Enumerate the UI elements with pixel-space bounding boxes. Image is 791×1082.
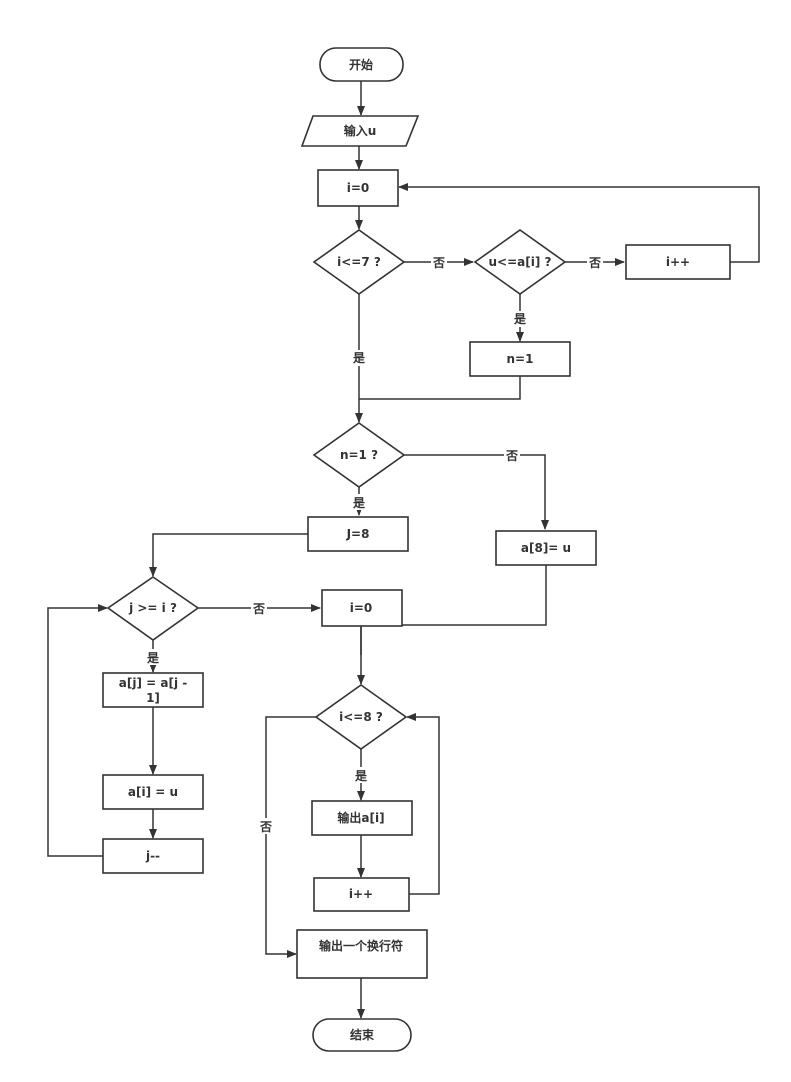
node-set-a8[interactable]: a[8]= u [495, 530, 597, 566]
edge-inc2-loop-back [406, 713, 440, 895]
node-set-n[interactable]: n=1 [469, 341, 571, 377]
process-shape [313, 877, 410, 912]
decision-diamond-shape [106, 576, 200, 641]
node-cond-i-le-7-label: i<=7 ? [337, 255, 381, 269]
node-set-j-label: J=8 [346, 527, 370, 541]
edge-labels: 否 否 是 是 否 是 否 是 是 否 [145, 254, 603, 834]
node-cond-i-le-8[interactable]: i<=8 ? [314, 684, 408, 750]
node-assign-ai[interactable]: a[i] = u [102, 774, 204, 810]
node-shift-label-line1: a[j] = a[j - [119, 676, 187, 690]
decision-diamond-shape [312, 422, 406, 488]
node-init-i[interactable]: i=0 [317, 169, 399, 207]
process-shape [307, 516, 409, 552]
node-inc-i-1[interactable]: i++ [625, 244, 731, 280]
node-inc-i-1-label: i++ [666, 255, 690, 269]
node-start-label: 开始 [349, 57, 373, 72]
node-cond-n-eq-1-label: n=1 ? [340, 448, 378, 462]
node-inc-i-2-label: i++ [349, 887, 373, 901]
node-assign-ai-label: a[i] = u [128, 785, 178, 799]
node-shift[interactable]: a[j] = a[j - 1] [102, 672, 204, 708]
node-set-n-label: n=1 [507, 352, 534, 366]
node-output-ai[interactable]: 输出a[i] [311, 800, 413, 836]
node-set-j[interactable]: J=8 [307, 516, 409, 552]
process-shape [317, 169, 399, 207]
edge-inc-loop-back [398, 183, 760, 263]
node-inc-i-2[interactable]: i++ [313, 877, 410, 912]
terminator-shape [319, 47, 404, 82]
node-init-i-label: i=0 [347, 181, 370, 195]
process-shape [469, 341, 571, 377]
edge-condn-no [404, 454, 549, 530]
node-end-label: 结束 [350, 1027, 375, 1042]
node-input-u[interactable]: 输入u [300, 115, 420, 147]
decision-diamond-shape [312, 229, 406, 295]
node-cond-u-le-ai-label: u<=a[i] ? [489, 255, 552, 269]
io-parallelogram-shape [300, 115, 420, 147]
process-shape [102, 672, 204, 708]
node-shift-label-line2: 1] [146, 691, 160, 705]
node-cond-j-ge-i[interactable]: j >= i ? [106, 576, 200, 641]
node-dec-j-label: j-- [145, 849, 160, 863]
process-shape [625, 244, 731, 280]
process-shape [321, 589, 403, 627]
node-output-newline[interactable]: 输出一个换行符 [296, 929, 428, 979]
edge-cond8-no [265, 716, 316, 958]
node-cond-n-eq-1[interactable]: n=1 ? [312, 422, 406, 488]
edge-label-no: 否 [259, 820, 272, 834]
edge-label-yes: 是 [513, 312, 527, 326]
process-shape [311, 800, 413, 836]
process-shape [102, 774, 204, 810]
node-end[interactable]: 结束 [312, 1018, 412, 1052]
node-reset-i-label: i=0 [350, 601, 373, 615]
node-cond-i-le-7[interactable]: i<=7 ? [312, 229, 406, 295]
edge-label-yes: 是 [352, 496, 366, 510]
process-shape [102, 838, 204, 874]
edge-dec-loop-back [47, 604, 108, 857]
edge-label-no: 否 [505, 449, 518, 463]
edge-label-no: 否 [588, 256, 601, 270]
edge-label-yes: 是 [354, 769, 368, 783]
node-cond-j-ge-i-label: j >= i ? [128, 601, 177, 615]
edge-label-yes: 是 [352, 351, 366, 365]
node-start[interactable]: 开始 [319, 47, 404, 82]
process-shape [296, 929, 428, 979]
node-cond-u-le-ai[interactable]: u<=a[i] ? [473, 229, 567, 295]
edge-setn-merge [359, 376, 521, 400]
edge-label-yes: 是 [146, 651, 160, 665]
terminator-shape [312, 1018, 412, 1052]
node-reset-i[interactable]: i=0 [321, 589, 403, 627]
node-input-u-label: 输入u [344, 123, 377, 138]
edge-setj-to-condj [149, 533, 308, 577]
node-output-ai-label: 输出a[i] [337, 810, 384, 825]
node-output-newline-label: 输出一个换行符 [319, 938, 403, 953]
process-shape [495, 530, 597, 566]
decision-diamond-shape [473, 229, 567, 295]
node-set-a8-label: a[8]= u [521, 541, 571, 555]
decision-diamond-shape [314, 684, 408, 750]
edge-label-no: 否 [432, 256, 445, 270]
edge-label-no: 否 [252, 602, 265, 616]
node-cond-i-le-8-label: i<=8 ? [339, 710, 383, 724]
node-dec-j[interactable]: j-- [102, 838, 204, 874]
